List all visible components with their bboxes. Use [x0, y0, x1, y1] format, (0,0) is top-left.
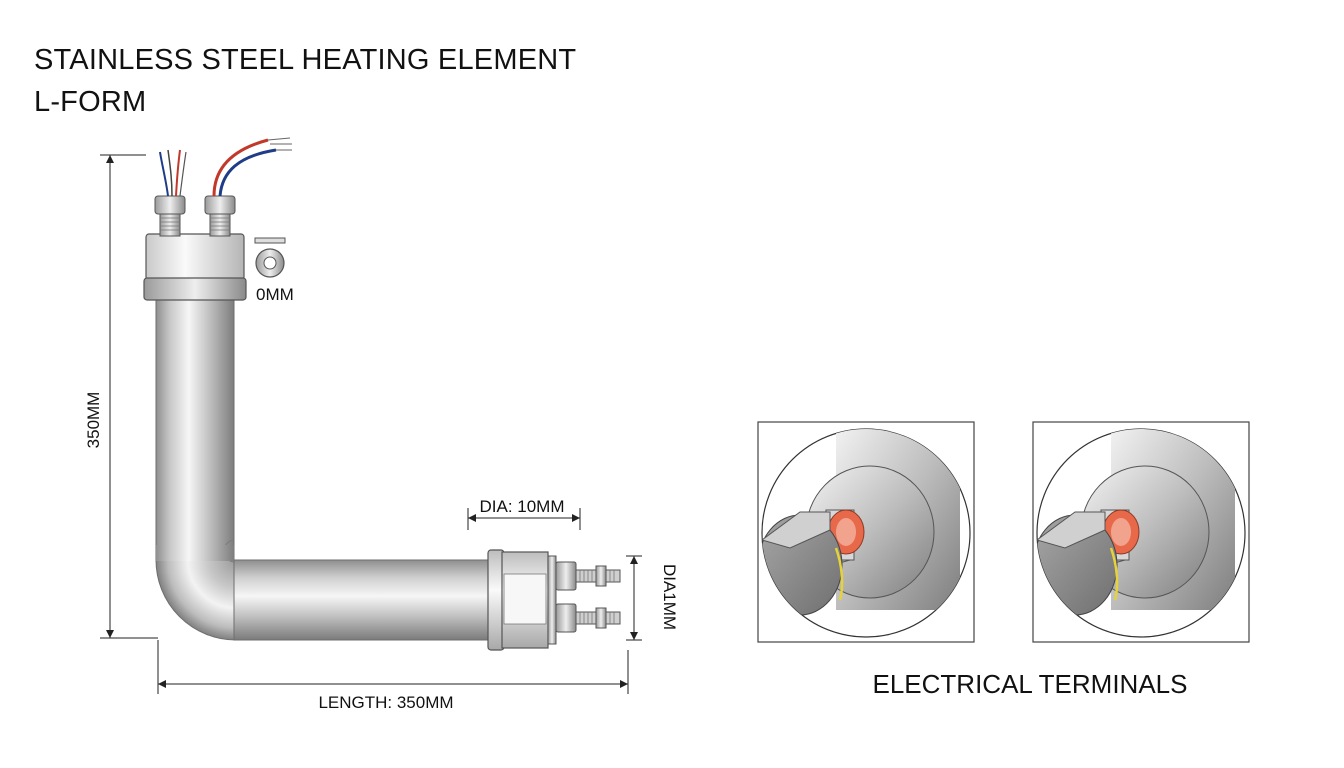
terminal-detail-left	[757, 421, 975, 643]
vertical-pipe	[155, 297, 235, 561]
diameter-label: DIA: 10MM	[479, 497, 564, 516]
diagram-title: STAINLESS STEEL HEATING ELEMENT	[34, 44, 577, 76]
horizontal-pipe	[156, 545, 493, 641]
diagram-subtitle: L-FORM	[34, 86, 147, 118]
height-label: 350MM	[84, 392, 103, 449]
diameter-dimension	[467, 508, 581, 530]
length-dimension	[157, 640, 629, 694]
terminal-diameter-dimension	[626, 555, 642, 641]
terminals-caption: ELECTRICAL TERMINALS	[873, 669, 1188, 699]
height-dimension	[100, 154, 158, 639]
top-terminal-head	[143, 195, 247, 301]
side-terminal-head	[487, 549, 621, 651]
lead-wires	[159, 137, 292, 197]
washer-dimension-label: 0MM	[256, 285, 294, 304]
length-label: LENGTH: 350MM	[318, 693, 453, 712]
washer-icon	[254, 237, 286, 278]
terminal-diameter-label: DIA1MM	[660, 564, 679, 630]
terminal-detail-right	[1032, 421, 1250, 643]
